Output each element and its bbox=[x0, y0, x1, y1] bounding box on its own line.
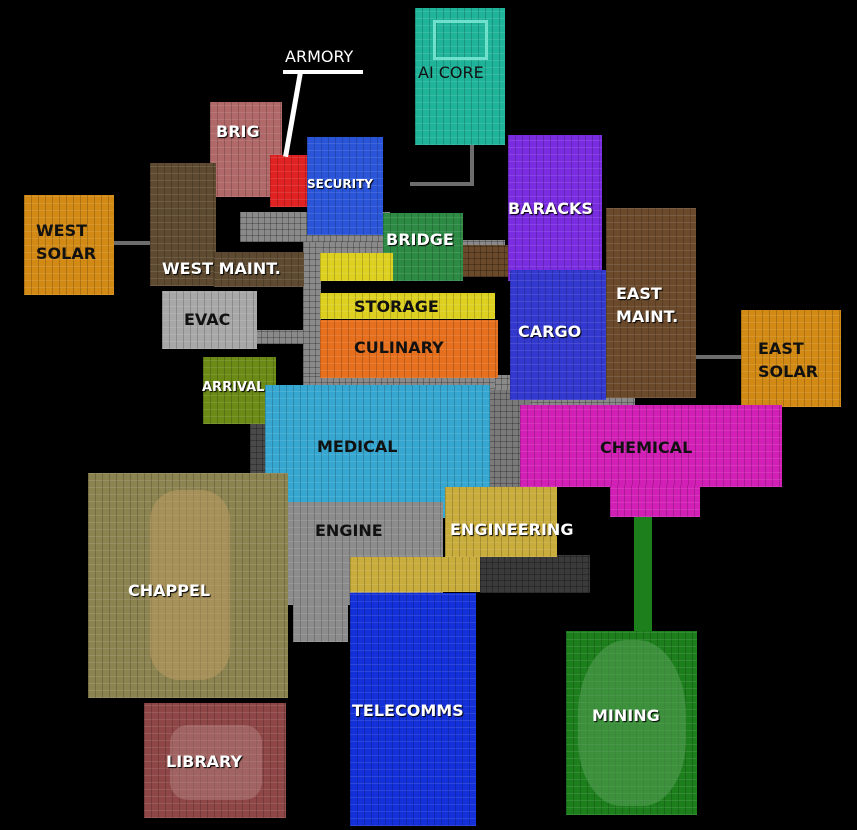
mining-label: MINING bbox=[592, 706, 660, 725]
ai-core-connector-2 bbox=[410, 182, 474, 186]
engineering bbox=[445, 487, 557, 557]
armory-label: ARMORY bbox=[285, 47, 354, 66]
east-maint-label-line2: MAINT. bbox=[616, 307, 679, 326]
brig-label: BRIG bbox=[216, 122, 260, 141]
engine-annex bbox=[293, 600, 348, 642]
arrival-label: ARRIVAL bbox=[202, 380, 265, 395]
baracks-label: BARACKS bbox=[508, 199, 593, 218]
east-solar-connector bbox=[696, 355, 742, 359]
evac bbox=[162, 291, 257, 349]
chemical bbox=[520, 405, 782, 487]
engineering-label: ENGINEERING bbox=[450, 520, 574, 539]
west-maint bbox=[150, 163, 216, 286]
mining-cave bbox=[578, 640, 686, 806]
west-solar-label-line1: WEST bbox=[36, 221, 88, 240]
west-solar-connector bbox=[114, 241, 154, 245]
chappel bbox=[88, 473, 288, 698]
library-label: LIBRARY bbox=[166, 752, 243, 771]
west-solar-label-line2: SOLAR bbox=[36, 244, 97, 263]
telecomms bbox=[350, 593, 476, 826]
central-corridor-ring-left bbox=[303, 240, 321, 392]
bridge-label: BRIDGE bbox=[386, 230, 454, 249]
chappel-floor bbox=[150, 490, 230, 680]
telecomms-label: TELECOMMS bbox=[352, 701, 464, 720]
library-floor bbox=[170, 725, 262, 800]
chemical-label: CHEMICAL bbox=[600, 438, 693, 457]
evac-label: EVAC bbox=[184, 310, 231, 329]
chappel-label: CHAPPEL bbox=[128, 581, 211, 600]
storage-label: STORAGE bbox=[354, 297, 439, 316]
east-solar-label-line2: SOLAR bbox=[758, 362, 819, 381]
baracks bbox=[508, 135, 602, 281]
east-solar-label-line1: EAST bbox=[758, 339, 804, 358]
evac-corridor bbox=[255, 330, 310, 344]
cargo-label: CARGO bbox=[518, 322, 582, 341]
armory-pointer-bar bbox=[283, 70, 363, 74]
ai-core-inner bbox=[433, 20, 488, 60]
library bbox=[144, 703, 286, 818]
medical-label: MEDICAL bbox=[317, 437, 398, 456]
mining-shaft bbox=[634, 514, 652, 634]
east-maint-label-line1: EAST bbox=[616, 284, 662, 303]
culinary bbox=[320, 320, 498, 378]
ai-core bbox=[415, 8, 505, 145]
engineering-annex bbox=[350, 557, 480, 592]
security bbox=[307, 137, 383, 235]
arrival bbox=[203, 357, 276, 424]
armory-pointer-line bbox=[283, 71, 303, 158]
bridge bbox=[383, 213, 463, 281]
culinary-label: CULINARY bbox=[354, 338, 444, 357]
ai-core-label: AI CORE bbox=[418, 63, 484, 82]
ai-core-connector bbox=[470, 145, 474, 185]
engine-label: ENGINE bbox=[315, 521, 383, 540]
storage-top bbox=[320, 253, 393, 281]
chemical-annex bbox=[610, 485, 700, 517]
south-east-corridor bbox=[480, 555, 590, 593]
east-maint bbox=[606, 208, 696, 398]
east-solar bbox=[741, 310, 841, 407]
west-maint-2 bbox=[214, 252, 304, 287]
cargo bbox=[510, 270, 606, 400]
security-label: SECURITY bbox=[307, 177, 373, 191]
west-solar bbox=[24, 195, 114, 295]
storage bbox=[320, 293, 495, 319]
west-maint-label: WEST MAINT. bbox=[162, 259, 281, 278]
armory bbox=[270, 155, 308, 207]
